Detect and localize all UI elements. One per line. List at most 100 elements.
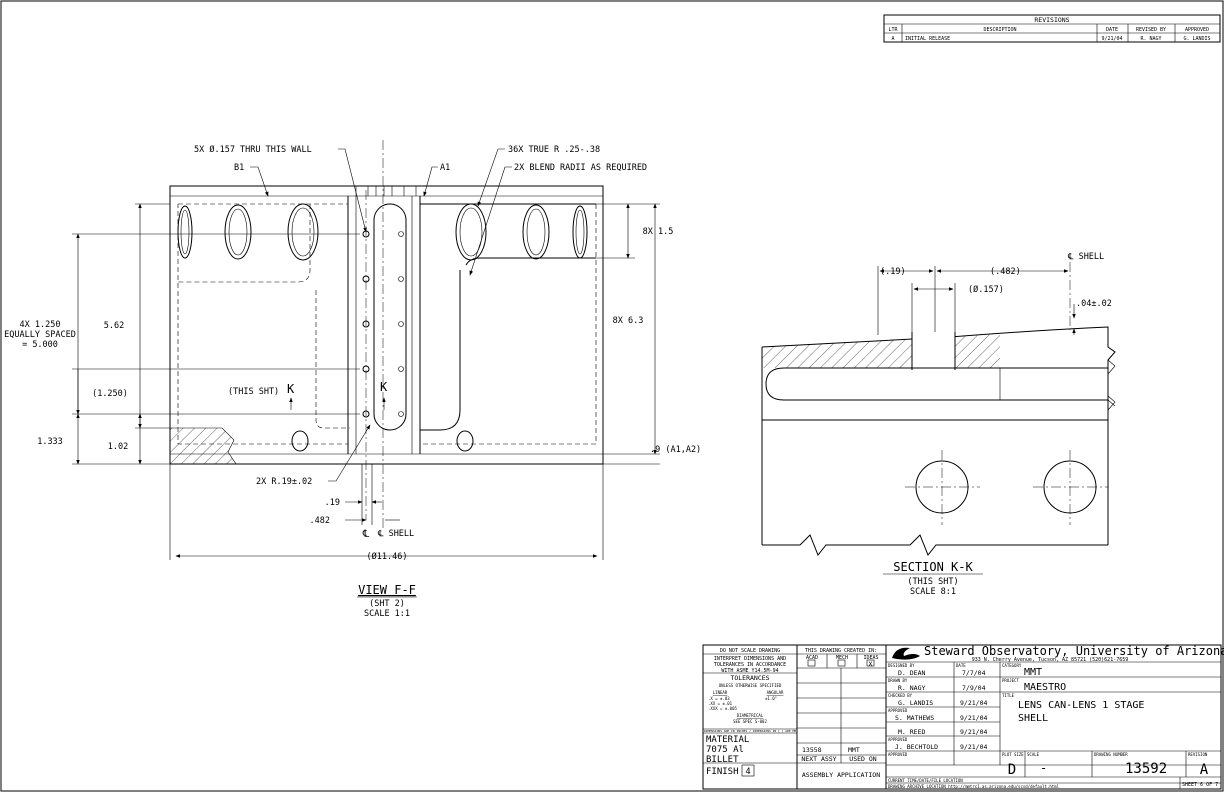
- tb-dwg-no-label: DRAWING NUMBER: [1094, 752, 1128, 757]
- tb-tol-linear: LINEAR: [713, 690, 728, 695]
- sec-dim-004: .04±.02: [1076, 299, 1112, 309]
- dim-4x-1250: 4X 1.250: [20, 320, 61, 330]
- steward-logo: [892, 647, 920, 660]
- dim-8x-15: 8X 1.5: [643, 227, 674, 237]
- dim-dia-1146: (Ø11.46): [367, 551, 408, 562]
- tb-scale-label: SCALE: [1027, 752, 1040, 757]
- note-2x-r19: 2X R.19±.02: [256, 477, 312, 487]
- tb-dwg-no: 13592: [1125, 761, 1167, 777]
- tb-plot-size-label: PLOT SIZE: [1002, 752, 1024, 757]
- tb-tol-unless: UNLESS OTHERWISE SPECIFIED: [719, 683, 782, 688]
- tb-cad-acad: ACAD: [806, 655, 818, 661]
- tb-rev: A: [1200, 762, 1209, 778]
- centerline-shell: ℄ SHELL: [377, 529, 414, 539]
- dim-1333: 1.333: [37, 437, 63, 447]
- tb-approved-2: M. REED: [898, 728, 925, 736]
- rev-row-revised-by: R. NAGY: [1140, 36, 1161, 42]
- section-kk: ℄ SHELL (.19) (.482) (Ø.157) .04±.02 SEC…: [761, 252, 1116, 597]
- tb-designed-date: 7/7/04: [962, 669, 986, 677]
- note-a1: A1: [440, 163, 450, 173]
- section-kk-sub: (THIS SHT): [907, 577, 958, 587]
- tb-interp-1: INTERPRET DIMENSIONS AND: [714, 656, 786, 662]
- tb-material-2: BILLET: [706, 755, 739, 765]
- tb-approved-1: S. MATHEWS: [895, 714, 934, 722]
- note-36x-radius: 36X TRUE R .25-.38: [508, 145, 600, 155]
- tb-current-time: CURRENT TIME/DATE/FILE LOCATION: [888, 778, 963, 783]
- view-ff-outline: [169, 185, 604, 465]
- dim-0482: .482: [310, 516, 330, 526]
- tb-project: MAESTRO: [1024, 682, 1066, 693]
- tb-created-in: THIS DRAWING CREATED IN:: [805, 648, 877, 654]
- tb-archive: DRAWING ARCHIVE LOCATION http://mmtrc1.a…: [888, 784, 1060, 789]
- tb-drawn-by: R. NAGY: [898, 684, 925, 692]
- tb-approved-3-date: 9/21/04: [960, 743, 987, 751]
- tb-sheet: SHEET 6 OF 7: [1182, 782, 1218, 788]
- tb-material-1: 7075 Al: [706, 745, 744, 755]
- tb-scale: -: [1040, 761, 1047, 775]
- rev-header-ltr: LTR: [888, 27, 898, 33]
- dim-562: 5.62: [104, 321, 124, 331]
- tb-category-label: CATEGORY: [1002, 663, 1022, 668]
- tb-rev-label: REVISION: [1188, 752, 1208, 757]
- dim-8x-63: 8X 6.3: [613, 316, 644, 326]
- note-2x-blend: 2X BLEND RADII AS REQUIRED: [514, 163, 647, 173]
- title-block: DO NOT SCALE DRAWING INTERPRET DIMENSION…: [702, 644, 1224, 790]
- tb-tol-x: .X = ±.03: [708, 696, 730, 701]
- tb-checked-date: 9/21/04: [960, 699, 987, 707]
- tb-approved-label-2: APPROVED: [888, 737, 908, 742]
- tb-next-assy: NEXT ASSY: [801, 755, 836, 763]
- section-mark-this-sht: (THIS SHT): [228, 387, 279, 397]
- tb-finish-value: 4: [745, 767, 750, 777]
- dim-09-a1a2: .9 (A1,A2): [650, 445, 701, 455]
- tb-drawn-label: DRAWN BY: [888, 678, 908, 683]
- dim-102: 1.02: [108, 442, 128, 452]
- tb-checked-by: G. LANDIS: [898, 699, 933, 707]
- tb-org: Steward Observatory, University of Arizo…: [924, 644, 1224, 658]
- section-mark-k-left: K: [287, 382, 295, 396]
- tb-checked-label: CHECKED BY: [888, 693, 913, 698]
- view-ff: 4X 1.250 EQUALLY SPACED = 5.000 5.62 (1.…: [4, 140, 701, 619]
- tb-plot-size: D: [1008, 762, 1016, 778]
- tb-category: MMT: [1024, 667, 1042, 678]
- tb-tol-xxx: .XXX = ±.005: [708, 706, 737, 711]
- tb-approved-label-3: APPROVED: [888, 752, 908, 757]
- tb-no-scale: DO NOT SCALE DRAWING: [720, 648, 780, 654]
- sec-dim-dia-157: (Ø.157): [968, 284, 1004, 295]
- tb-cad-mech: MECH: [836, 655, 848, 661]
- dim-equally-spaced: EQUALLY SPACED: [4, 330, 76, 340]
- tb-tol-ang: ±1.0°: [765, 696, 777, 701]
- tb-next-assy-number: 13558: [802, 746, 822, 754]
- dim-1250-ref: (1.250): [92, 389, 128, 399]
- tb-tol-xx: .XX = ±.01: [708, 701, 733, 706]
- centerline-mark: ℄: [362, 529, 370, 540]
- tb-checkbox-mech: [837, 659, 846, 667]
- view-ff-scale: SCALE 1:1: [364, 609, 410, 619]
- section-kk-scale: SCALE 8:1: [910, 587, 956, 597]
- tb-project-label: PROJECT: [1002, 678, 1019, 683]
- tb-checkbox-acad: [807, 659, 816, 667]
- tb-checkbox-ideas: [866, 659, 875, 667]
- section-cl-shell: ℄ SHELL: [1067, 252, 1104, 262]
- tb-interp-2: TOLERANCES IN ACCORDANCE: [714, 662, 786, 668]
- rev-header-date: DATE: [1106, 27, 1118, 33]
- tb-diametrical: DIAMETRICAL: [737, 713, 764, 718]
- tb-title-1: LENS CAN-LENS 1 STAGE: [1018, 700, 1144, 711]
- tb-approved-3: J. BECHTOLD: [895, 743, 938, 751]
- center-slot: [373, 203, 407, 431]
- tb-material-label: MATERIAL: [706, 735, 749, 745]
- revisions-title: REVISIONS: [1034, 16, 1069, 24]
- tb-title-label: TITLE: [1002, 693, 1015, 698]
- dim-019: .19: [325, 498, 340, 508]
- tb-drawn-date: 7/9/04: [962, 684, 986, 692]
- tb-cad-ideas: IDEAS: [863, 655, 878, 661]
- tb-designed-by: D. DEAN: [898, 669, 925, 677]
- tb-interp-3: WITH ASME Y14.5M-94: [721, 668, 778, 674]
- tb-date-label: DATE: [956, 663, 966, 668]
- tb-title-2: SHELL: [1018, 713, 1048, 724]
- rev-row-date: 9/21/04: [1101, 36, 1122, 42]
- note-b1: B1: [234, 163, 244, 173]
- rev-header-approved: APPROVED: [1185, 27, 1209, 33]
- tb-diam-spec: SEE SPEC S-002: [733, 719, 767, 724]
